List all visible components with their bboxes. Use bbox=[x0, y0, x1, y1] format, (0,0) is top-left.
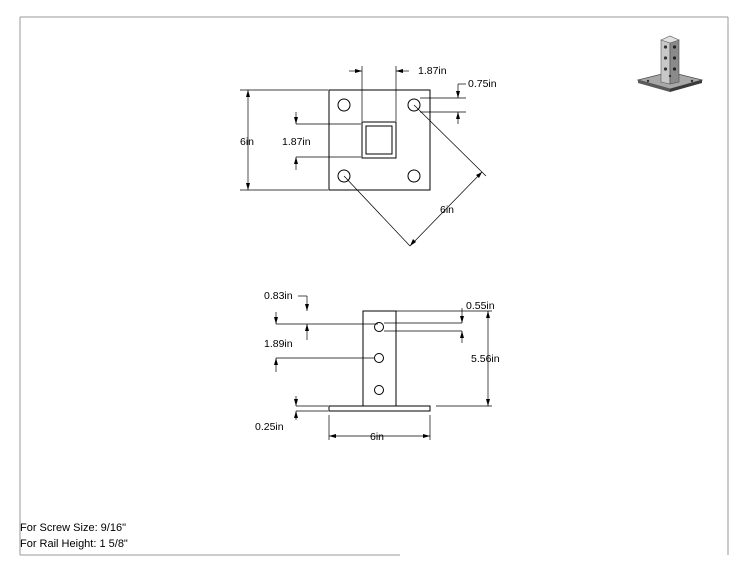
side-view-dimensions bbox=[275, 295, 492, 440]
post-hole bbox=[374, 322, 384, 332]
note-rail-height: For Rail Height: 1 5/8" bbox=[20, 538, 128, 550]
dim-top-width: 6in bbox=[240, 136, 254, 148]
side-view bbox=[328, 310, 431, 412]
base-plate-profile bbox=[328, 405, 431, 412]
dim-side-hole-diameter: 0.55in bbox=[466, 300, 495, 312]
dim-top-tube-height: 1.87in bbox=[282, 136, 311, 148]
dim-side-hole-spacing: 1.89in bbox=[264, 338, 293, 350]
dim-side-top-hole-offset: 0.83in bbox=[264, 290, 293, 302]
post-outline bbox=[362, 310, 397, 407]
side-view-arrowheads bbox=[274, 304, 490, 438]
top-view-dimensions bbox=[240, 66, 487, 247]
mounting-hole bbox=[407, 169, 421, 183]
mounting-hole bbox=[337, 169, 351, 183]
dim-top-hole-offset: 0.75in bbox=[468, 78, 497, 90]
sheet-frame bbox=[19, 16, 729, 556]
tube-inner bbox=[365, 125, 393, 155]
post-hole bbox=[374, 353, 384, 363]
top-view bbox=[328, 89, 431, 191]
dim-side-base-width: 6in bbox=[370, 431, 384, 443]
dim-top-tube-width: 1.87in bbox=[418, 65, 447, 77]
base-plate-outline bbox=[328, 89, 431, 191]
note-screw-size: For Screw Size: 9/16" bbox=[20, 522, 126, 534]
dim-side-height: 5.56in bbox=[471, 353, 500, 365]
mounting-hole bbox=[337, 98, 351, 112]
dim-top-diagonal: 6in bbox=[440, 204, 454, 216]
tube-outer bbox=[361, 121, 397, 159]
isometric-preview bbox=[636, 35, 704, 92]
top-view-arrowheads bbox=[246, 69, 482, 246]
mounting-hole bbox=[407, 98, 421, 112]
dim-side-plate-thickness: 0.25in bbox=[255, 421, 284, 433]
post-hole bbox=[374, 385, 384, 395]
